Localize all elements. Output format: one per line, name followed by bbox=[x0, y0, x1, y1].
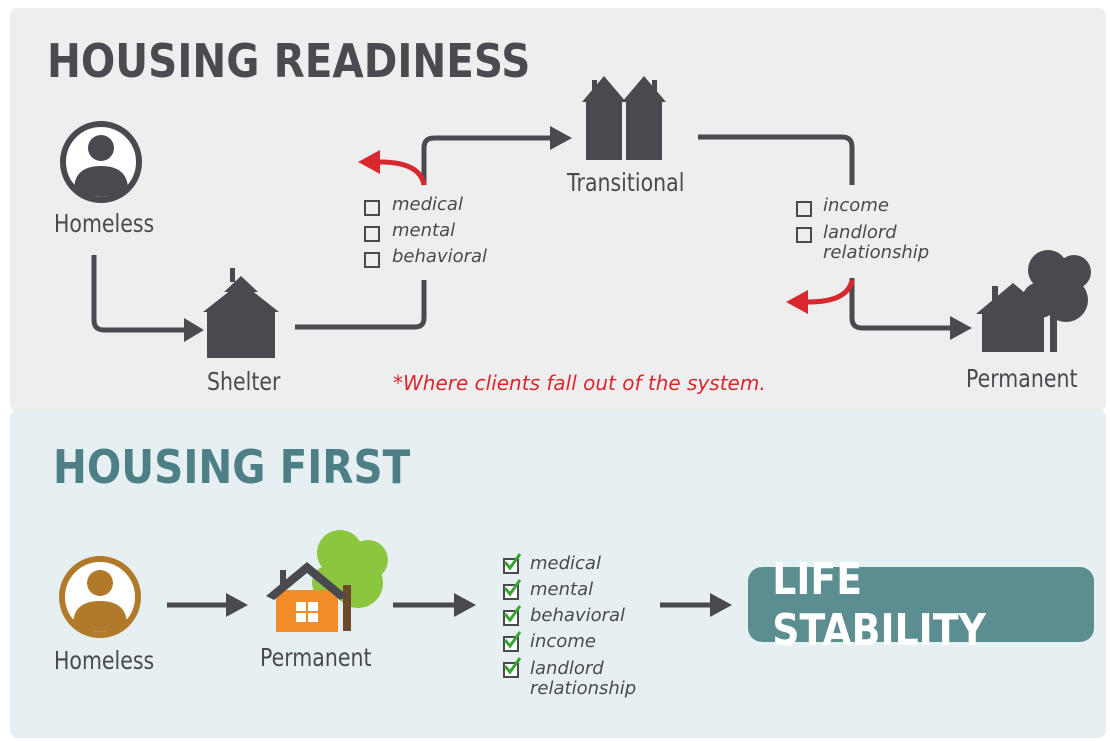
permanent-house-tree-icon-first bbox=[266, 530, 388, 632]
checkbox-checked bbox=[503, 631, 522, 652]
checkbox-empty bbox=[364, 252, 380, 268]
checkbox-checked bbox=[503, 605, 522, 626]
checklist-item: medical bbox=[530, 553, 601, 574]
checklist-item: behavioral bbox=[392, 246, 488, 267]
checkbox-empty bbox=[364, 200, 380, 216]
checkbox-empty bbox=[364, 226, 380, 242]
homeless-person-icon bbox=[60, 121, 142, 203]
connector-shelter-to-transitional-high bbox=[421, 135, 555, 185]
node-label-permanent-first: Permanent bbox=[260, 643, 372, 672]
connector-homeless-to-shelter bbox=[91, 255, 186, 333]
checklist-item: behavioral bbox=[530, 605, 626, 626]
connector-arrowhead bbox=[226, 593, 248, 617]
connector-arrowhead bbox=[454, 593, 476, 617]
connector-transitional-to-permanent-high bbox=[698, 134, 855, 185]
checklist-item: medical bbox=[392, 194, 463, 215]
checkbox-empty bbox=[796, 201, 812, 217]
housing-readiness-title: HOUSING READINESS bbox=[47, 34, 531, 88]
node-label-homeless: Homeless bbox=[54, 209, 155, 238]
fall-out-arrowhead-2 bbox=[786, 290, 808, 314]
checkbox-checked bbox=[503, 579, 522, 600]
checklist-item: income bbox=[823, 195, 889, 216]
homeless-person-icon-first bbox=[59, 556, 141, 638]
shelter-icon bbox=[203, 268, 279, 358]
connector-arrowhead bbox=[710, 593, 732, 617]
checkbox-checked bbox=[503, 657, 522, 678]
checklist-item: mental bbox=[392, 220, 456, 241]
connector-arrowhead bbox=[184, 318, 204, 342]
connector-arrowhead bbox=[550, 126, 572, 150]
checklist-item: landlord relationship bbox=[823, 222, 930, 263]
connector-arrowhead bbox=[950, 316, 972, 340]
fall-out-note: *Where clients fall out of the system. bbox=[393, 371, 766, 395]
life-stability-box: LIFE STABILITY bbox=[748, 554, 1094, 656]
checkbox-checked bbox=[503, 553, 522, 574]
fall-out-arrowhead-1 bbox=[358, 150, 380, 174]
checklist-item: landlord relationship bbox=[530, 658, 637, 699]
housing-readiness-panel bbox=[10, 8, 1106, 412]
life-stability-label: LIFE STABILITY bbox=[772, 553, 986, 656]
node-label-permanent: Permanent bbox=[966, 364, 1078, 393]
checkbox-empty bbox=[796, 227, 812, 243]
permanent-house-tree-icon bbox=[976, 250, 1091, 352]
node-label-shelter: Shelter bbox=[207, 367, 281, 396]
node-label-transitional: Transitional bbox=[567, 168, 685, 197]
checklist-item: income bbox=[530, 631, 596, 652]
fall-out-arrow-1 bbox=[379, 159, 427, 186]
fall-out-arrow-2 bbox=[807, 279, 855, 305]
connector-transitional-to-permanent-low bbox=[849, 278, 952, 331]
connector-shelter-to-transitional-low bbox=[295, 280, 427, 330]
checklist-item: mental bbox=[530, 579, 594, 600]
node-label-homeless-first: Homeless bbox=[54, 646, 155, 675]
housing-first-title: HOUSING FIRST bbox=[53, 440, 411, 494]
transitional-icon bbox=[582, 76, 666, 160]
